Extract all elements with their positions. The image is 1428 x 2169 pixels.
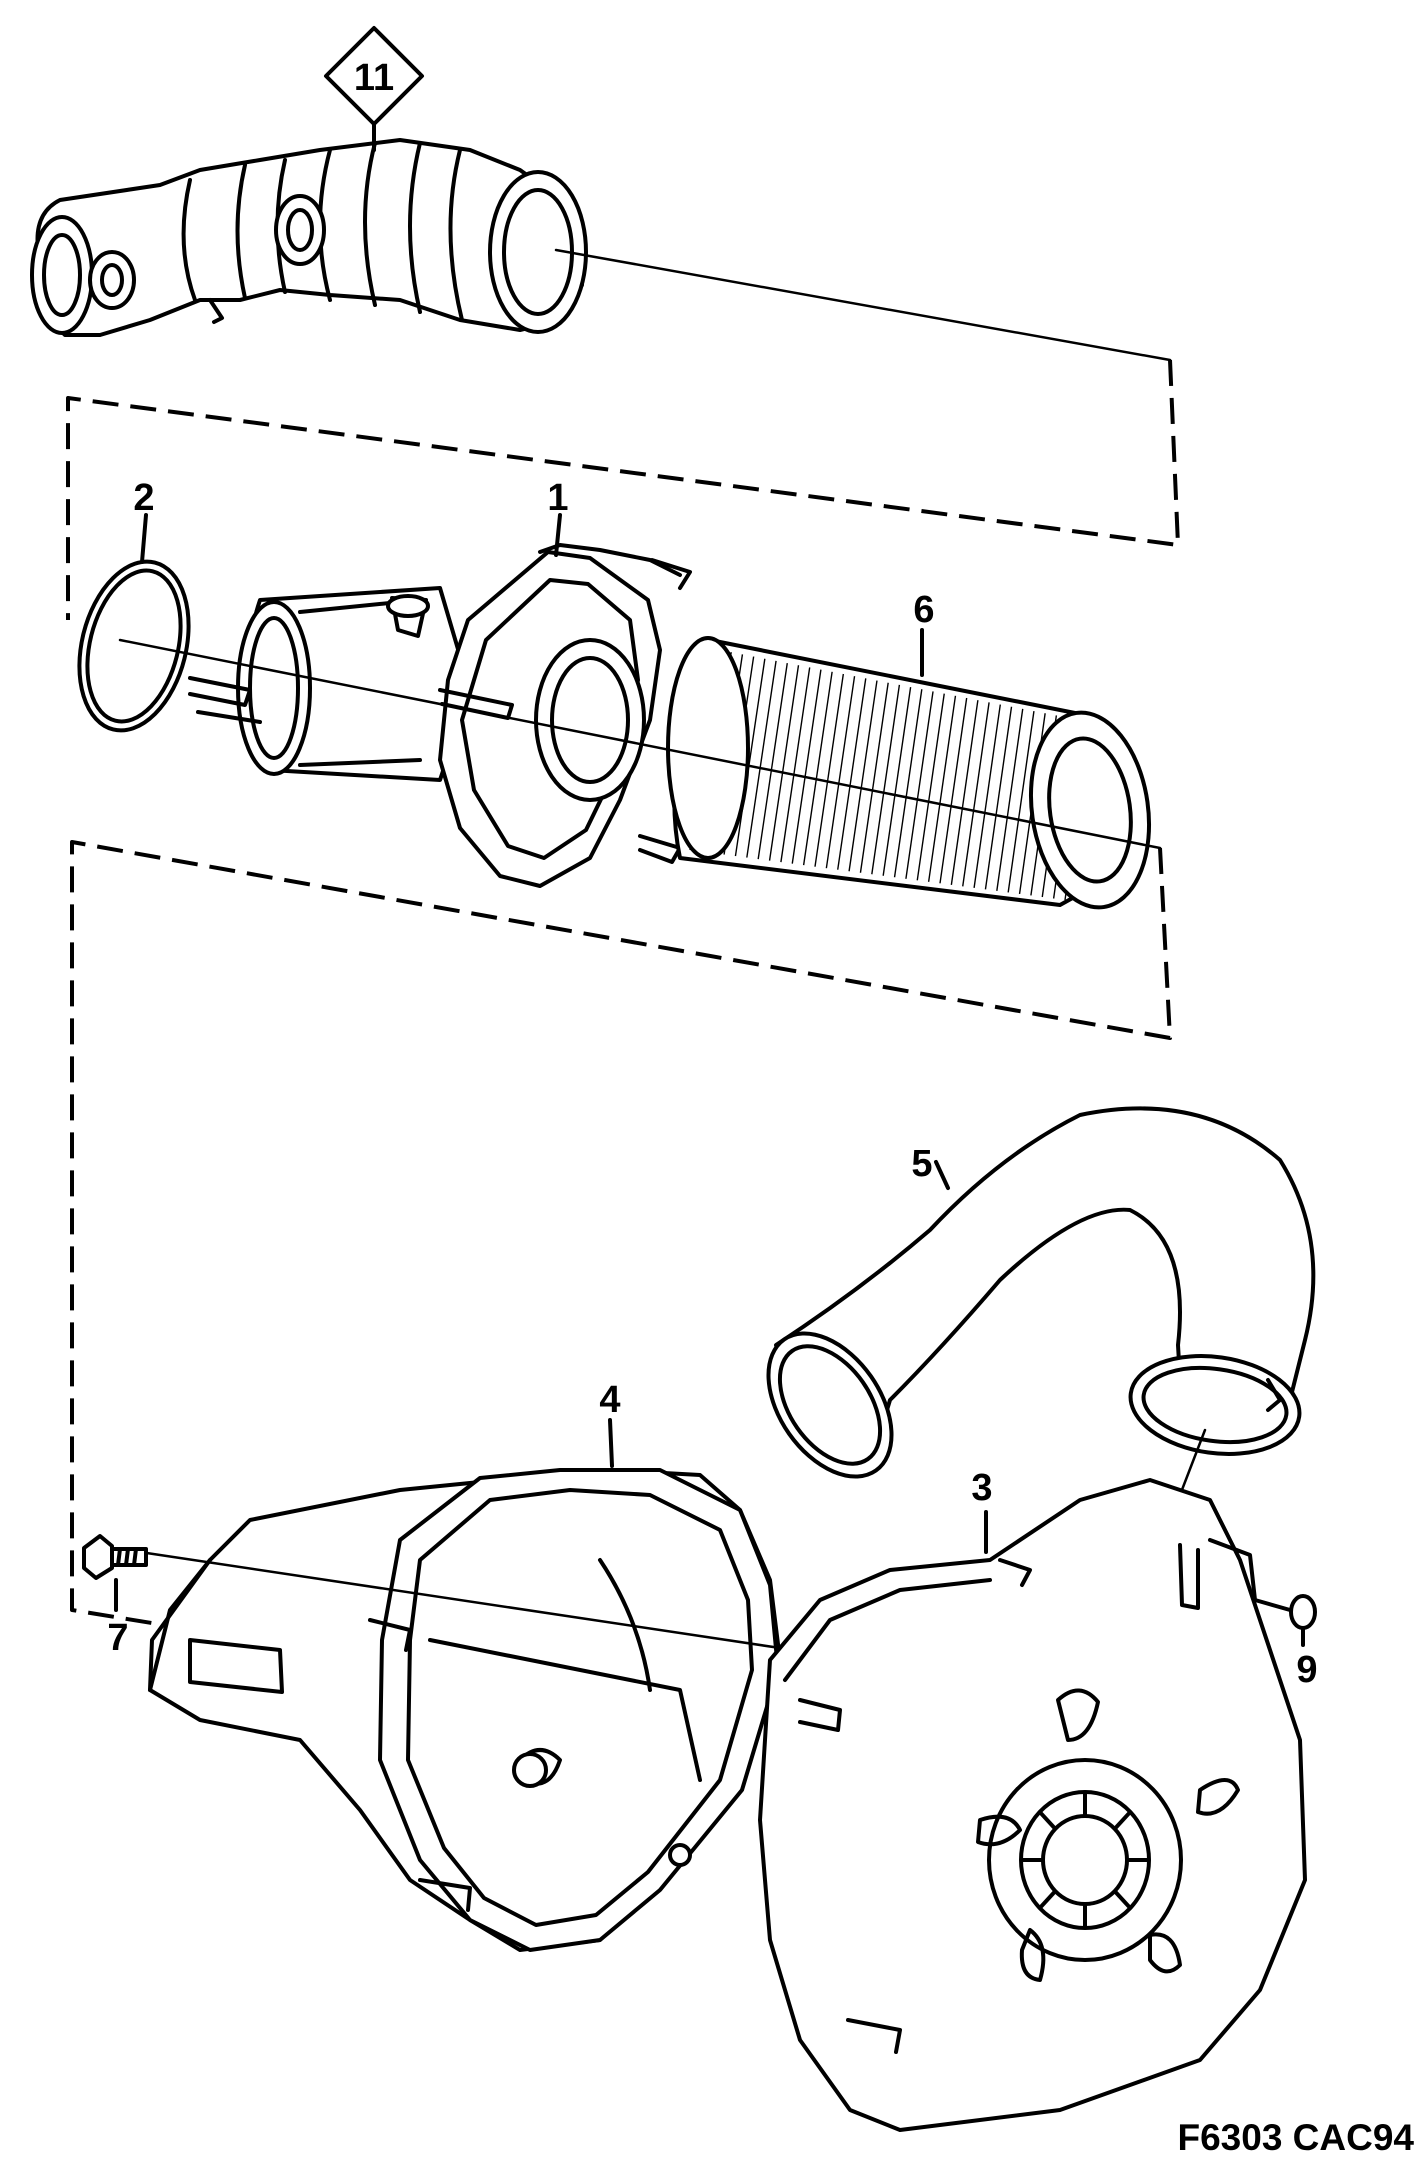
filter-pleat-line [871, 684, 901, 875]
filter-pleat-line [973, 704, 1001, 888]
filter-pleat-line [893, 689, 923, 878]
filter-pleat-line [962, 702, 990, 887]
callout-7: 7 [107, 1617, 128, 1659]
assembly-bracket-upper [66, 359, 1180, 620]
filter-pleat-line [837, 678, 867, 870]
filter-pleat-line [984, 706, 1013, 890]
filter-pleat-line [757, 662, 788, 860]
filter-pleat-line [825, 676, 856, 869]
grille-spoke [1038, 1810, 1057, 1831]
callout-2: 2 [133, 477, 154, 519]
filter-pleat-line [734, 658, 766, 857]
callout-11: 11 [354, 57, 394, 99]
assembly-bracket-lower [70, 840, 1172, 1628]
drawing-code: F6303 CAC94 [1177, 2117, 1414, 2158]
callout-6: 6 [913, 589, 934, 631]
filter-cover-part [758, 1478, 1317, 2132]
filter-pleat-line [848, 680, 878, 872]
air-flow-housing-part [188, 513, 692, 888]
filter-pleat-line [1007, 710, 1035, 893]
bolt-part [82, 1534, 148, 1612]
filter-pleat-line [802, 671, 833, 866]
filter-pleat-line [905, 691, 934, 879]
filter-pleat-line [746, 660, 777, 858]
grille-spoke [1038, 1889, 1057, 1910]
callout-4: 4 [599, 1379, 620, 1421]
filter-pleat-line [996, 708, 1024, 892]
filter-pleat-line [768, 665, 800, 861]
intake-hose-part [30, 26, 588, 337]
callout-9: 9 [1296, 1649, 1317, 1691]
callout-3: 3 [971, 1467, 992, 1509]
filter-pleat-line [791, 669, 822, 864]
filter-pleat-line [780, 667, 811, 863]
grille-spoke [1113, 1810, 1132, 1831]
callout-1: 1 [547, 477, 568, 519]
intake-duct-part [766, 1106, 1316, 1497]
filter-pleat-line [939, 697, 968, 884]
o-ring-part [77, 513, 191, 733]
filter-pleat-line [882, 686, 912, 876]
filter-pleat-line [859, 682, 889, 873]
filter-pleat-line [927, 695, 957, 882]
filter-pleat-line [950, 700, 979, 885]
grille-spoke [1113, 1889, 1132, 1910]
callout-5: 5 [911, 1143, 932, 1185]
air-filter-element-part [666, 628, 1152, 910]
lower-filter-housing-part [148, 1418, 782, 1952]
filter-pleat-line [814, 673, 845, 867]
filter-pleat-line [916, 693, 945, 881]
